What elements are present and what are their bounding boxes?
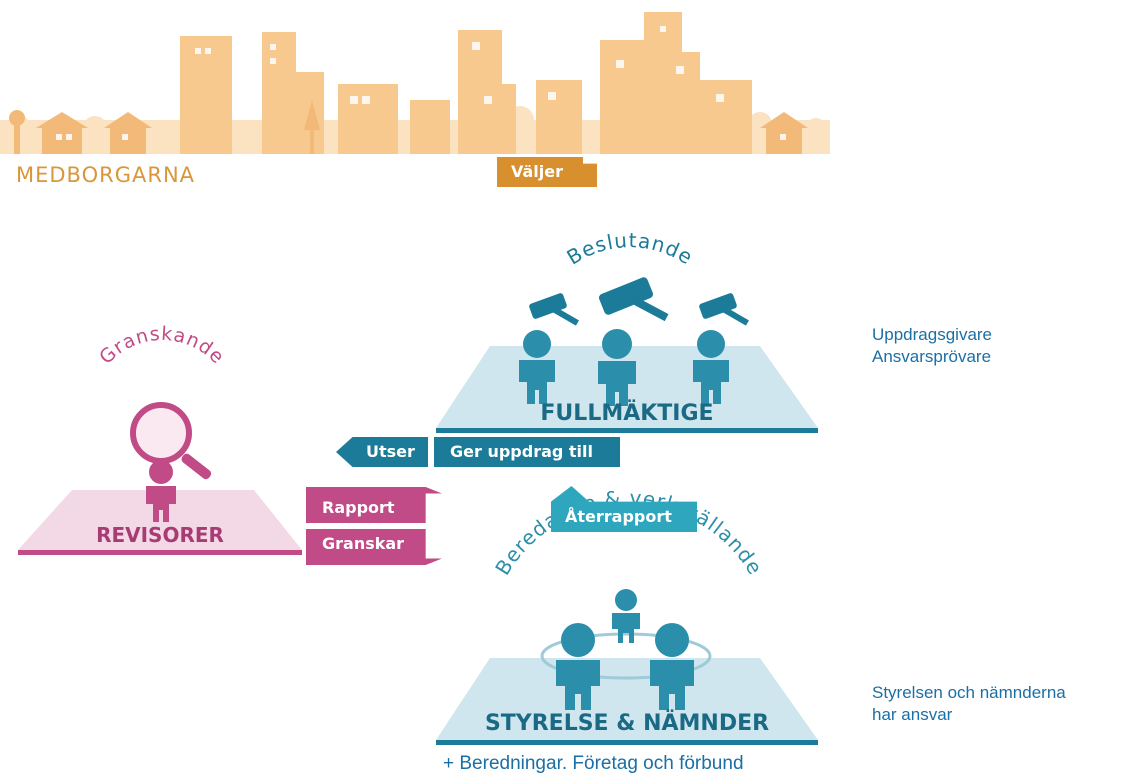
appoints-arrow-label: Utser <box>336 437 428 467</box>
gavel-icon <box>529 277 749 326</box>
boards-title: STYRELSE & NÄMNDER <box>485 710 769 736</box>
report-arrow-label: Rapport <box>306 487 442 523</box>
auditor-person-icon <box>146 460 176 522</box>
council-title: FULLMÄKTIGE <box>540 400 713 426</box>
council-arc-label: Beslutande <box>563 228 697 269</box>
citizens-label: MEDBORGARNA <box>16 163 196 187</box>
elects-arrow-label: Väljer <box>497 157 597 187</box>
auditors-title: REVISORER <box>96 523 224 547</box>
boards-role-1: Styrelsen och nämnderna <box>872 683 1066 702</box>
audits-arrow-label: Granskar <box>306 529 442 565</box>
svg-text:Beslutande: Beslutande <box>563 228 698 269</box>
assigns-arrow-label: Ger uppdrag till <box>434 437 620 467</box>
boards-arc-label: Beredande & verkställande <box>490 486 766 580</box>
svg-text:Granskande: Granskande <box>95 323 229 369</box>
council-role-2: Ansvarsprövare <box>872 347 992 366</box>
boards-role-2: har ansvar <box>872 705 953 724</box>
council-members-icon <box>519 329 729 406</box>
magnifying-glass-icon <box>130 402 212 480</box>
council-role-1: Uppdragsgivare <box>872 325 993 344</box>
auditors-platform <box>18 490 302 550</box>
boards-platform <box>436 658 818 740</box>
footnote: + Beredningar. Företag och förbund <box>443 753 744 774</box>
city-skyline-illustration <box>0 12 830 154</box>
board-members-icon <box>556 589 694 710</box>
boards-roles: Styrelsen och nämnderna har ansvar <box>872 682 1066 726</box>
auditors-arc-label: Granskande <box>95 323 228 369</box>
svg-text:Beredande & verkställande: Beredande & verkställande <box>490 486 767 580</box>
council-roles: Uppdragsgivare Ansvarsprövare <box>872 324 992 368</box>
